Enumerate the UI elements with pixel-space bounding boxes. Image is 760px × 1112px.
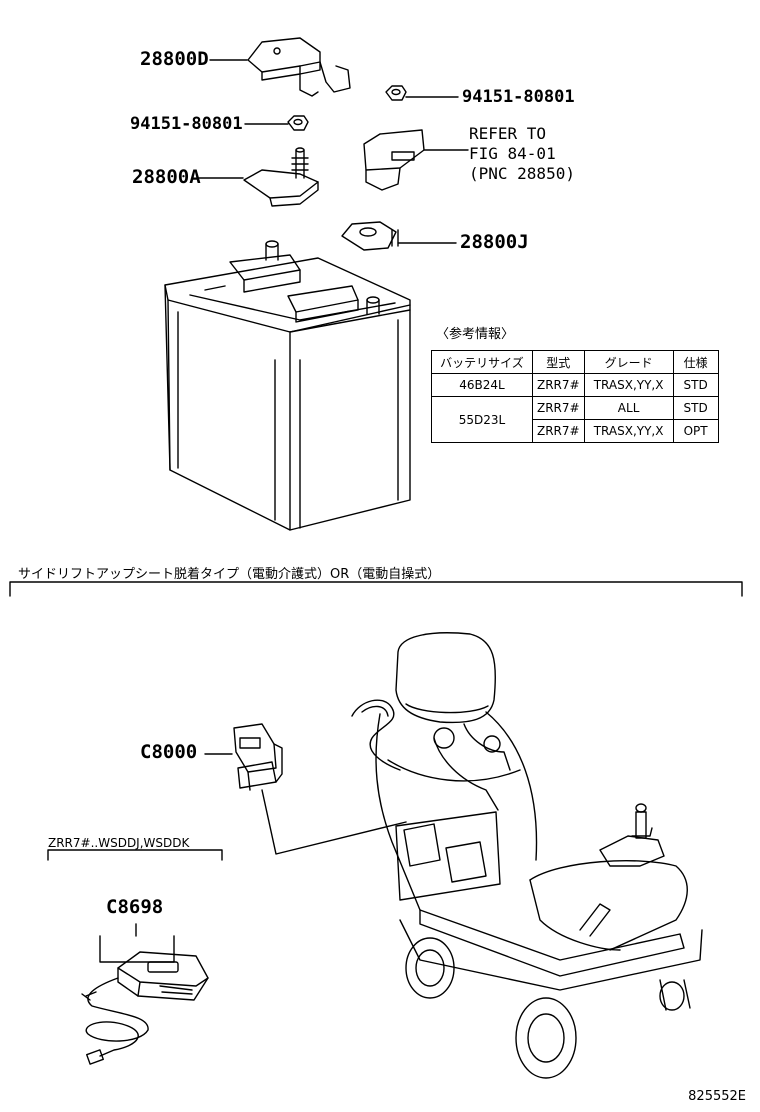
section-caption: サイドリフトアップシート脱着タイプ（電動介護式）OR（電動自操式）: [18, 567, 441, 582]
column-header: 仕様: [672, 350, 719, 374]
charger-C8698: [81, 923, 209, 1065]
cell-spec: OPT: [672, 419, 719, 443]
terminal-cover-28800D: [247, 37, 351, 97]
cell-model: ZRR7#: [532, 373, 585, 397]
table-header-row: バッテリサイズ 型式 グレード 仕様: [431, 350, 719, 374]
battery-drawing: [164, 240, 411, 531]
cell-grade: TRASX,YY,X: [583, 373, 674, 397]
module-C8000: [233, 723, 283, 791]
table-row: 46B24L ZRR7# TRASX,YY,X STD: [431, 373, 719, 397]
fuse-block-ref-28850: [363, 129, 425, 191]
terminal-clamp-28800A: [243, 147, 319, 207]
table-row: 55D23L ZRR7# ALL STD: [431, 396, 719, 443]
part-label-94151-lower: 94151-80801: [130, 114, 243, 134]
part-label-C8000: C8000: [140, 741, 198, 763]
note-header: 〈参考情報〉: [436, 327, 515, 342]
cell-size: 46B24L: [431, 373, 533, 397]
cell-model: ZRR7#: [532, 419, 585, 443]
cell-size: 55D23L: [431, 396, 533, 443]
nut-94151-lower: [287, 115, 309, 131]
cell-model: ZRR7#: [532, 396, 585, 420]
part-label-28800A: 28800A: [132, 166, 201, 188]
cell-grade: TRASX,YY,X: [583, 419, 674, 443]
sub-caption: ZRR7#..WSDDJ,WSDDK: [48, 836, 190, 850]
part-label-C8698: C8698: [106, 896, 164, 918]
battery-spec-table: バッテリサイズ 型式 グレード 仕様 46B24L ZRR7# TRASX,YY…: [431, 350, 719, 443]
part-label-28800D: 28800D: [140, 48, 209, 70]
column-header: 型式: [532, 350, 585, 374]
terminal-clamp-28800J: [341, 221, 399, 251]
cell-spec: STD: [672, 373, 719, 397]
cell-grade: ALL: [583, 396, 674, 420]
lift-up-seat: [351, 632, 703, 1079]
diagram-code: 825552E: [688, 1089, 746, 1104]
table-row: ZRR7# TRASX,YY,X OPT: [432, 419, 719, 443]
part-label-94151-upper: 94151-80801: [462, 87, 575, 107]
cell-spec: STD: [672, 396, 719, 420]
nut-94151-upper: [385, 85, 407, 101]
refer-note: REFER TO FIG 84-01 (PNC 28850): [469, 124, 575, 183]
column-header: グレード: [583, 350, 674, 374]
part-label-28800J: 28800J: [460, 231, 529, 253]
column-header: バッテリサイズ: [431, 350, 533, 374]
